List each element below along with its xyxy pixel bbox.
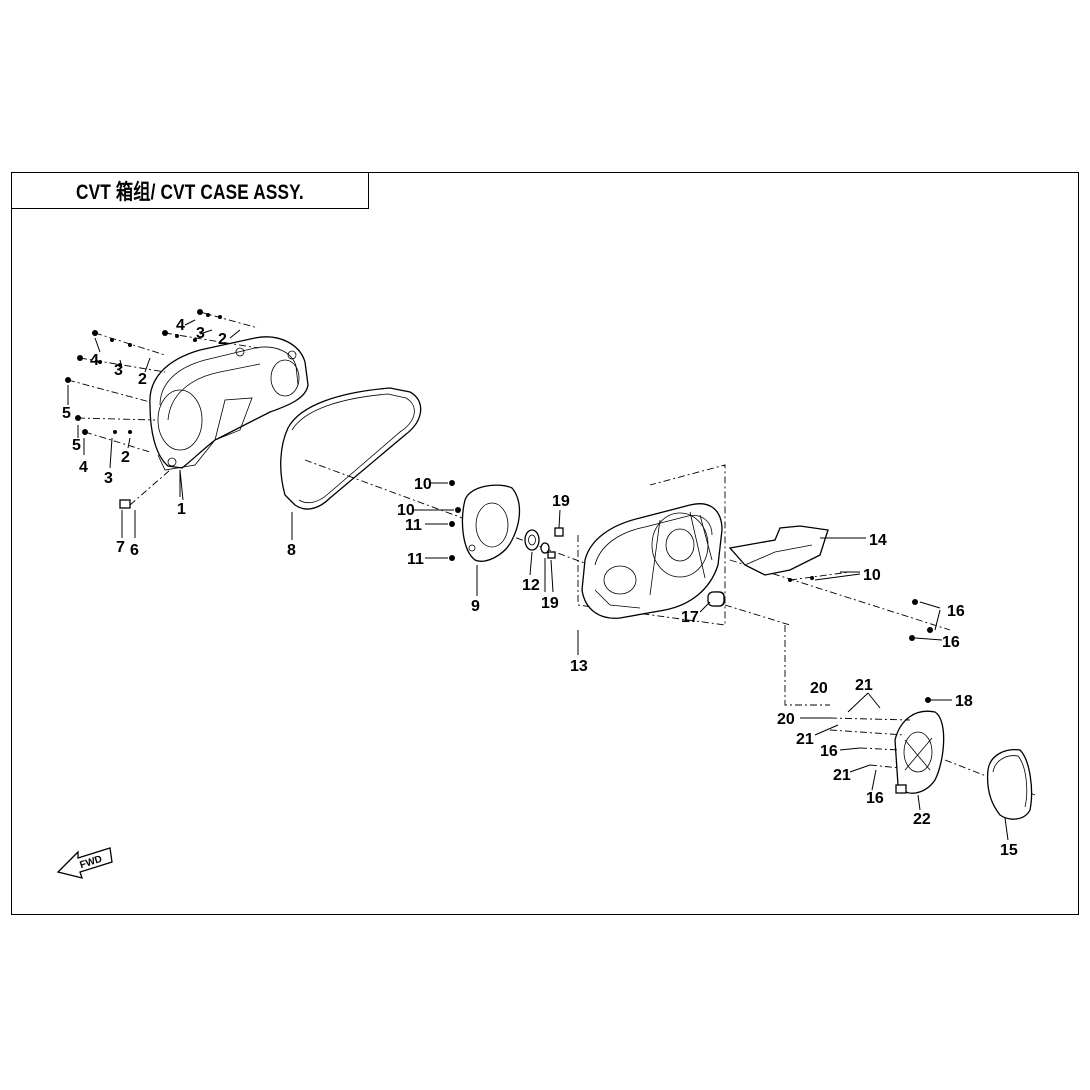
callout-19: 19 [552, 493, 570, 510]
callout-labels: 4 3 2 4 3 2 5 5 4 3 2 1 7 6 8 10 10 11 1… [62, 317, 1018, 859]
axis-line-1 [304, 459, 591, 566]
callout-19: 19 [541, 595, 559, 612]
callout-3: 3 [104, 470, 113, 487]
callout-12: 12 [522, 577, 540, 594]
callout-16: 16 [942, 634, 960, 651]
callout-21: 21 [796, 731, 814, 748]
page-title: CVT 箱组/ CVT CASE ASSY. [76, 180, 304, 204]
callout-4: 4 [90, 352, 99, 369]
callout-5: 5 [72, 437, 81, 454]
callout-22: 22 [913, 811, 931, 828]
part-13-inner-case [577, 464, 726, 626]
callout-18: 18 [955, 693, 973, 710]
forward-arrow-icon: FWD [56, 847, 113, 879]
part-22-small-cover [894, 710, 945, 794]
part-14-bracket [728, 525, 829, 576]
callout-16: 16 [947, 603, 965, 620]
leader-lines [67, 319, 1009, 841]
axis-line-3 [784, 625, 830, 706]
callout-1: 1 [177, 501, 186, 518]
callout-4: 4 [176, 317, 185, 334]
axis-line-4 [729, 559, 951, 631]
callout-4: 4 [79, 459, 88, 476]
callout-2: 2 [121, 449, 130, 466]
callout-16: 16 [820, 743, 838, 760]
callout-10: 10 [397, 502, 415, 519]
callout-14: 14 [869, 532, 887, 549]
cover-fasteners [65, 309, 259, 509]
callout-6: 6 [130, 542, 139, 559]
part-17-bushing [707, 591, 725, 607]
callout-17: 17 [681, 609, 699, 626]
callout-3: 3 [196, 325, 205, 342]
callout-21: 21 [833, 767, 851, 784]
diagram-frame [11, 172, 1079, 915]
callout-11: 11 [405, 517, 422, 534]
callout-20: 20 [777, 711, 795, 728]
callout-5: 5 [62, 405, 71, 422]
callout-3: 3 [114, 362, 123, 379]
callout-10: 10 [863, 567, 881, 584]
part-8-gasket [280, 387, 422, 510]
callout-9: 9 [471, 598, 480, 615]
callout-20: 20 [810, 680, 828, 697]
callout-2: 2 [138, 371, 147, 388]
callout-7: 7 [116, 539, 125, 556]
callout-2: 2 [218, 331, 227, 348]
part-9-plate [461, 484, 521, 562]
callout-21: 21 [855, 677, 873, 694]
callout-16: 16 [866, 790, 884, 807]
callout-11: 11 [407, 551, 424, 568]
small-cover-fasteners [829, 697, 931, 769]
callout-15: 15 [1000, 842, 1018, 859]
axis-line-2 [724, 604, 791, 626]
right-fasteners [788, 571, 933, 641]
part-12-seal [524, 527, 564, 559]
callout-10: 10 [414, 476, 432, 493]
title-box: CVT 箱组/ CVT CASE ASSY. [11, 172, 369, 209]
callout-13: 13 [570, 658, 588, 675]
part-15-gasket [986, 749, 1033, 820]
callout-8: 8 [287, 542, 296, 559]
part-1-outer-cover [149, 336, 309, 471]
